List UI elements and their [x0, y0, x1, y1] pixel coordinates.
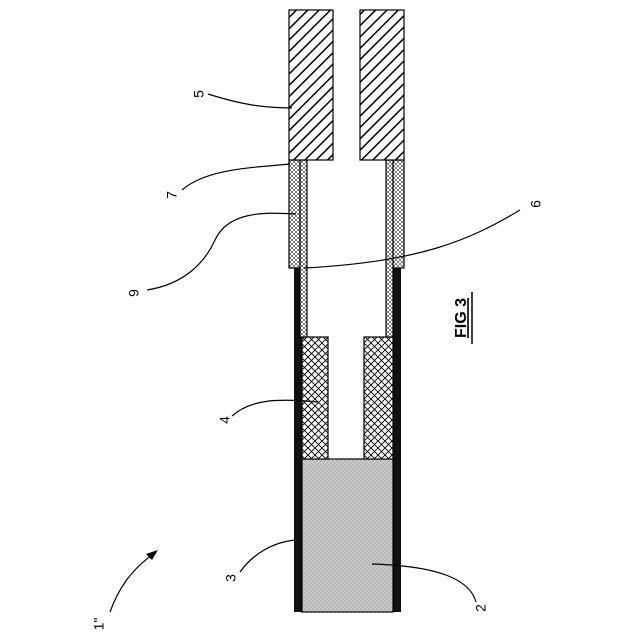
ref-numeral-2: 2 — [473, 604, 489, 612]
leader-line-6 — [304, 210, 520, 268]
leader-line-7 — [182, 164, 290, 190]
rod-segment — [302, 459, 393, 612]
segment-left — [302, 337, 328, 459]
ref-numeral-5: 5 — [191, 90, 207, 98]
ref-numeral-9: 9 — [126, 289, 142, 297]
liner-right — [386, 160, 393, 337]
ref-numeral-3: 3 — [223, 574, 239, 582]
ref-numeral-device: 1" — [91, 618, 107, 631]
ref-numeral-4: 4 — [217, 416, 233, 424]
leader-line-5 — [208, 94, 292, 108]
wrapper-right-wall — [393, 226, 401, 612]
ref-numeral-7: 7 — [164, 191, 180, 199]
mouthpiece-left — [289, 10, 333, 160]
leader-line-3 — [240, 540, 296, 572]
device-arrow-line — [110, 552, 156, 612]
mouthpiece-right — [360, 10, 404, 160]
liner-left — [300, 160, 307, 337]
tube-right — [393, 160, 404, 268]
segment-right — [364, 337, 393, 459]
figure-caption: FIG 3 — [453, 298, 470, 338]
leader-line-9 — [147, 213, 296, 290]
ref-numeral-6: 6 — [528, 200, 544, 208]
